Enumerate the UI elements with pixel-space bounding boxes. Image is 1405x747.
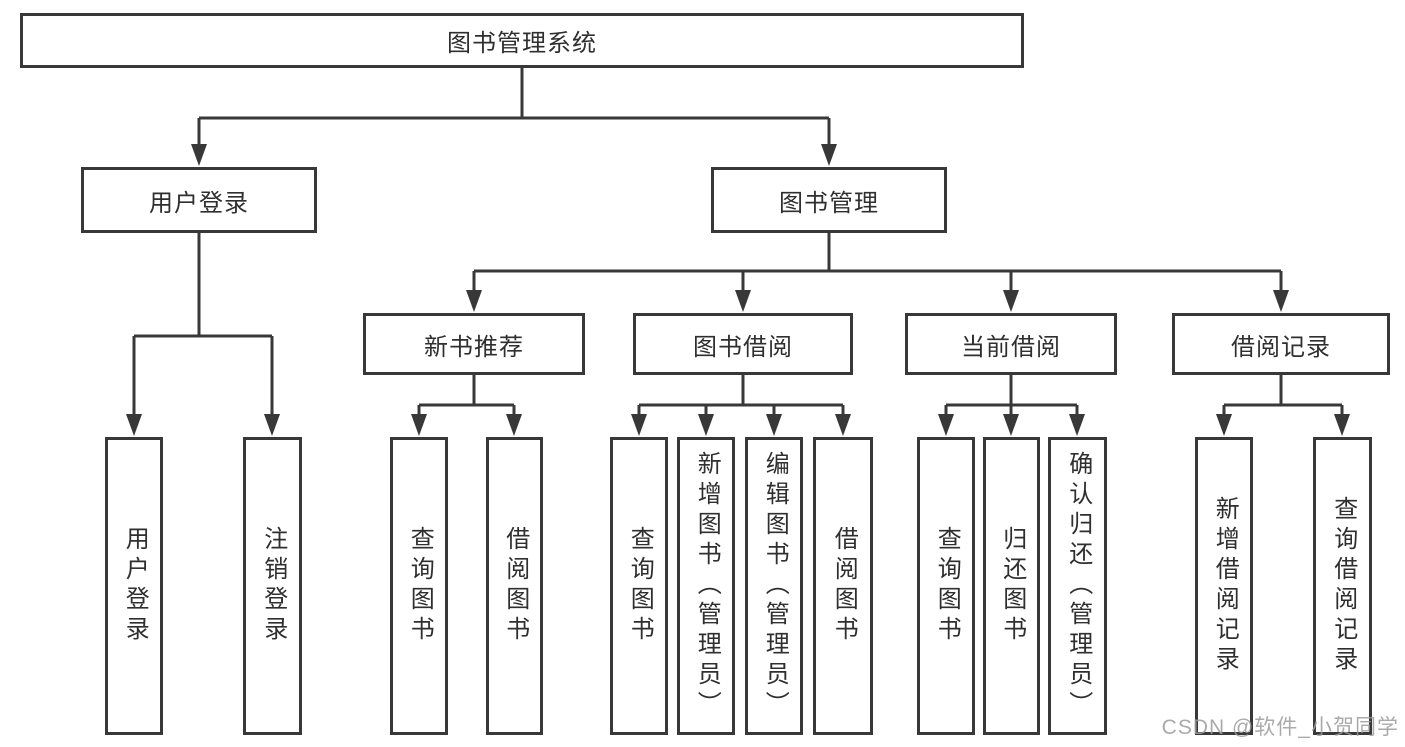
leaf-logout-login: 注销登录 xyxy=(243,437,302,735)
node-borrow-records: 借阅记录 xyxy=(1172,313,1390,375)
node-user-login-label: 用户登录 xyxy=(149,189,249,217)
leaf-borrow-books: 借阅图书 xyxy=(813,437,873,735)
leaf-user-login-label: 用户登录 xyxy=(121,526,149,646)
leaf-return-books-label: 归还图书 xyxy=(998,526,1026,646)
node-root-label: 图书管理系统 xyxy=(447,30,597,57)
leaf-borrow-books-recommend-label: 借阅图书 xyxy=(501,526,529,646)
leaf-borrow-books-recommend: 借阅图书 xyxy=(486,437,543,735)
leaf-query-books-borrow: 查询图书 xyxy=(610,437,668,735)
connector-borrow-children xyxy=(631,375,851,436)
node-user-login: 用户登录 xyxy=(81,167,317,233)
leaf-confirm-return-admin-label: 确认归还（管理员） xyxy=(1064,451,1092,721)
leaf-query-books-current: 查询图书 xyxy=(917,437,975,735)
leaf-add-borrow-record: 新增借阅记录 xyxy=(1195,437,1253,735)
connector-management-to-level3 xyxy=(466,233,1289,312)
node-root-system: 图书管理系统 xyxy=(20,13,1024,68)
node-book-borrow: 图书借阅 xyxy=(633,313,853,375)
connector-login-children xyxy=(126,233,280,436)
leaf-query-books-recommend: 查询图书 xyxy=(390,437,448,735)
leaf-add-borrow-record-label: 新增借阅记录 xyxy=(1211,496,1239,676)
node-borrow-records-label: 借阅记录 xyxy=(1231,333,1331,361)
node-book-management: 图书管理 xyxy=(711,167,947,233)
node-current-borrow-label: 当前借阅 xyxy=(961,333,1061,361)
node-book-borrow-label: 图书借阅 xyxy=(693,333,793,361)
leaf-add-books-admin: 新增图书（管理员） xyxy=(677,437,735,735)
leaf-edit-books-admin-label: 编辑图书（管理员） xyxy=(761,451,789,721)
node-book-management-label: 图书管理 xyxy=(779,189,879,217)
connector-recommend-children xyxy=(411,375,522,436)
leaf-edit-books-admin: 编辑图书（管理员） xyxy=(745,437,803,735)
leaf-query-books-borrow-label: 查询图书 xyxy=(626,526,654,646)
node-current-borrow: 当前借阅 xyxy=(905,313,1117,375)
leaf-add-books-admin-label: 新增图书（管理员） xyxy=(693,451,721,721)
leaf-query-books-current-label: 查询图书 xyxy=(933,526,961,646)
connector-current-children xyxy=(938,375,1085,436)
leaf-user-login: 用户登录 xyxy=(105,437,163,735)
leaf-query-borrow-record: 查询借阅记录 xyxy=(1313,437,1372,735)
leaf-borrow-books-label: 借阅图书 xyxy=(830,526,858,646)
leaf-confirm-return-admin: 确认归还（管理员） xyxy=(1048,437,1107,735)
connector-records-children xyxy=(1216,375,1350,436)
leaf-return-books: 归还图书 xyxy=(983,437,1040,735)
node-new-book-recommend: 新书推荐 xyxy=(363,313,585,375)
csdn-watermark: CSDN @软件_小贺同学 xyxy=(1161,716,1399,739)
node-new-book-recommend-label: 新书推荐 xyxy=(424,333,524,361)
leaf-logout-login-label: 注销登录 xyxy=(259,526,287,646)
leaf-query-borrow-record-label: 查询借阅记录 xyxy=(1329,496,1357,676)
leaf-query-books-recommend-label: 查询图书 xyxy=(406,526,434,646)
connector-root-to-level2 xyxy=(191,68,837,166)
